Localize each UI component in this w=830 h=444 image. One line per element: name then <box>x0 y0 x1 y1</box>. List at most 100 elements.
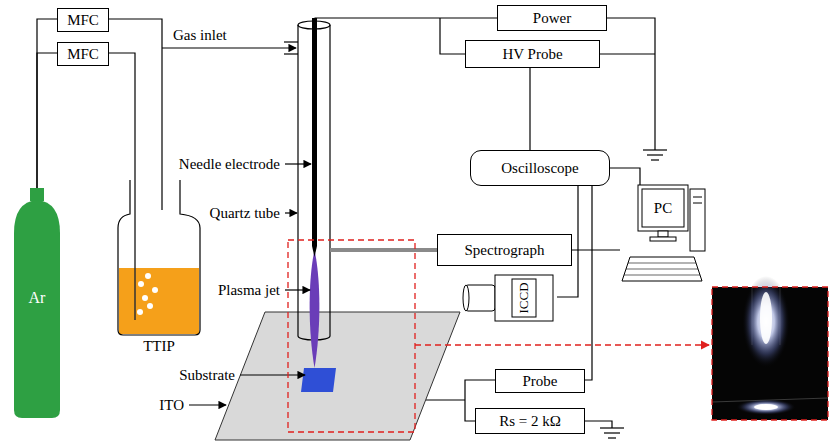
computer-icon: PC <box>620 185 708 297</box>
bubbler-bottle: TTIP <box>115 180 203 358</box>
ground-wire <box>608 437 616 438</box>
node-text: HV Probe <box>502 45 562 63</box>
node-text: ICCD <box>516 282 532 313</box>
precursor-liquid <box>119 268 199 334</box>
part-label: ITO <box>158 396 185 414</box>
node-text: PC <box>642 189 684 227</box>
ground-wire <box>426 399 465 400</box>
node-text: Spectrograph <box>465 241 545 259</box>
power-wire <box>647 154 663 155</box>
leader-arrow <box>189 404 226 405</box>
wire-connector <box>610 168 640 185</box>
key-row <box>628 263 696 264</box>
plasma-jet <box>310 250 320 368</box>
monitor-base <box>650 237 676 241</box>
wire-connector <box>572 249 620 250</box>
oscilloscope-box: Oscilloscope <box>470 150 610 186</box>
zoom-box <box>288 240 415 432</box>
monitor-screen <box>642 189 684 227</box>
cylinder-body <box>14 200 60 418</box>
keyboard <box>622 257 702 281</box>
ito-plate <box>215 312 460 440</box>
discharge-photo <box>754 404 778 410</box>
node-text: Power <box>533 9 571 27</box>
tower-slot <box>693 203 702 204</box>
wire-connector <box>37 19 57 188</box>
power-wire <box>315 18 668 160</box>
discharge-photo <box>736 399 796 415</box>
needle-electrode <box>312 18 317 257</box>
gas-line <box>109 19 298 180</box>
power-wire <box>607 18 655 150</box>
node-text: MFC <box>67 11 99 29</box>
lens-front <box>463 285 469 311</box>
inlet-tube <box>134 180 136 320</box>
substrate <box>301 368 336 392</box>
optical-fiber <box>330 248 437 252</box>
ground-wire <box>600 427 624 428</box>
part-label: Quartz tube <box>209 204 281 222</box>
discharge-photo <box>742 276 790 368</box>
gas-cylinder: Ar <box>8 188 66 420</box>
node-text: Rs = 2 kΩ <box>499 412 561 430</box>
needle-electrode <box>312 18 317 257</box>
leader-arrow <box>285 289 310 290</box>
camera-body <box>495 275 553 321</box>
quartz-tube <box>329 25 330 336</box>
ground-wire <box>604 432 620 433</box>
optical-fiber <box>330 250 437 251</box>
current-probe-box: Probe <box>495 369 585 393</box>
monitor-frame <box>638 185 688 231</box>
discharge-photo <box>712 287 828 420</box>
part-label: Plasma jet <box>217 281 281 299</box>
gas-bubble <box>152 287 158 293</box>
leader-arrow <box>285 212 297 213</box>
part-label: Substrate <box>178 366 236 384</box>
gas-line <box>284 53 298 54</box>
part-label: Gas inlet <box>172 26 228 44</box>
ground-wire <box>426 400 624 438</box>
gas-bubble <box>147 303 153 309</box>
ito-plate <box>215 312 460 440</box>
key-row <box>626 269 698 270</box>
power-wire <box>600 53 655 54</box>
discharge-photo <box>760 292 772 344</box>
gas-bubble <box>142 295 148 301</box>
wire-connector <box>529 68 530 150</box>
wire-connector <box>109 53 135 180</box>
power-wire <box>643 149 667 150</box>
tower-slot <box>693 197 702 198</box>
node-text: Oscilloscope <box>501 159 578 177</box>
node-text: TTIP <box>115 337 203 355</box>
cylinder-valve <box>30 188 44 201</box>
power-wire <box>315 17 498 18</box>
gas-line <box>162 47 296 48</box>
outlet-tube <box>161 180 163 210</box>
key-row <box>624 275 700 276</box>
power-box: Power <box>497 5 607 31</box>
gas-line <box>109 19 162 48</box>
bubbler-bottle-outline <box>115 180 203 358</box>
node-text: Ar <box>8 288 66 307</box>
discharge-photo <box>712 276 828 420</box>
part-label: Needle electrode <box>178 155 281 173</box>
gas-bubble <box>138 281 144 287</box>
gas-line <box>284 41 298 42</box>
wire-connector <box>37 53 57 188</box>
power-wire <box>440 18 465 54</box>
zoom-box <box>415 344 709 345</box>
hv-probe-box: HV Probe <box>465 40 600 68</box>
leader-arrow <box>285 163 311 164</box>
gas-bubble <box>145 273 151 279</box>
plasma-jet <box>310 250 320 368</box>
quartz-tube <box>297 25 298 336</box>
node-text: Probe <box>523 372 558 390</box>
spectrograph-box: Spectrograph <box>437 234 572 266</box>
ground-wire <box>585 421 612 428</box>
bottle-outline <box>118 180 200 335</box>
wire-connector <box>585 186 592 380</box>
mfc-box: MFC <box>57 8 109 32</box>
leader-arrow <box>240 374 305 375</box>
node-text: MFC <box>67 45 99 63</box>
